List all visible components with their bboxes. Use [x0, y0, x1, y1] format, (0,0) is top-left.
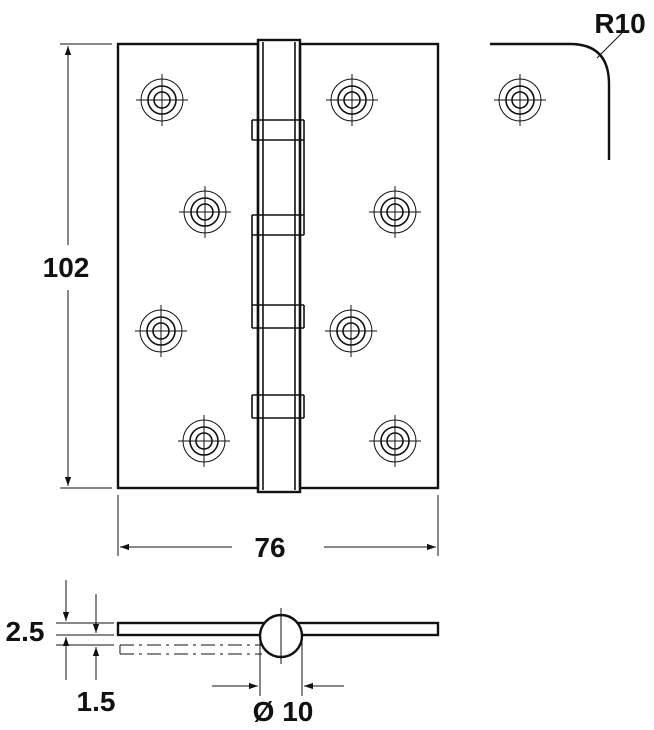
- thickness-dimension: 2.5 1.5: [6, 580, 116, 717]
- screw-hole: [369, 186, 421, 238]
- gap-label: 1.5: [77, 686, 116, 717]
- corner-detail: R10: [490, 8, 646, 160]
- height-dimension: 102: [43, 43, 112, 489]
- thickness-label: 2.5: [6, 616, 45, 647]
- screw-hole: [136, 74, 188, 126]
- right-leaf: [298, 42, 440, 490]
- screw-hole: [494, 74, 546, 126]
- screw-hole: [369, 415, 421, 467]
- diameter-dimension: Ø 10: [212, 640, 344, 727]
- left-leaf: [116, 42, 260, 490]
- end-view: 2.5 1.5 Ø 10: [6, 580, 440, 727]
- height-label: 102: [43, 252, 90, 283]
- width-label: 76: [254, 532, 285, 563]
- front-view: 102 76: [43, 38, 440, 563]
- screw-hole: [325, 305, 377, 357]
- corner-radius-label: R10: [594, 8, 645, 39]
- width-dimension: 76: [117, 495, 439, 563]
- screw-hole: [179, 186, 231, 238]
- diameter-label: Ø 10: [253, 696, 314, 727]
- knuckle-barrel: [251, 38, 305, 494]
- screw-hole: [135, 305, 187, 357]
- screw-hole: [326, 74, 378, 126]
- screw-hole: [178, 415, 230, 467]
